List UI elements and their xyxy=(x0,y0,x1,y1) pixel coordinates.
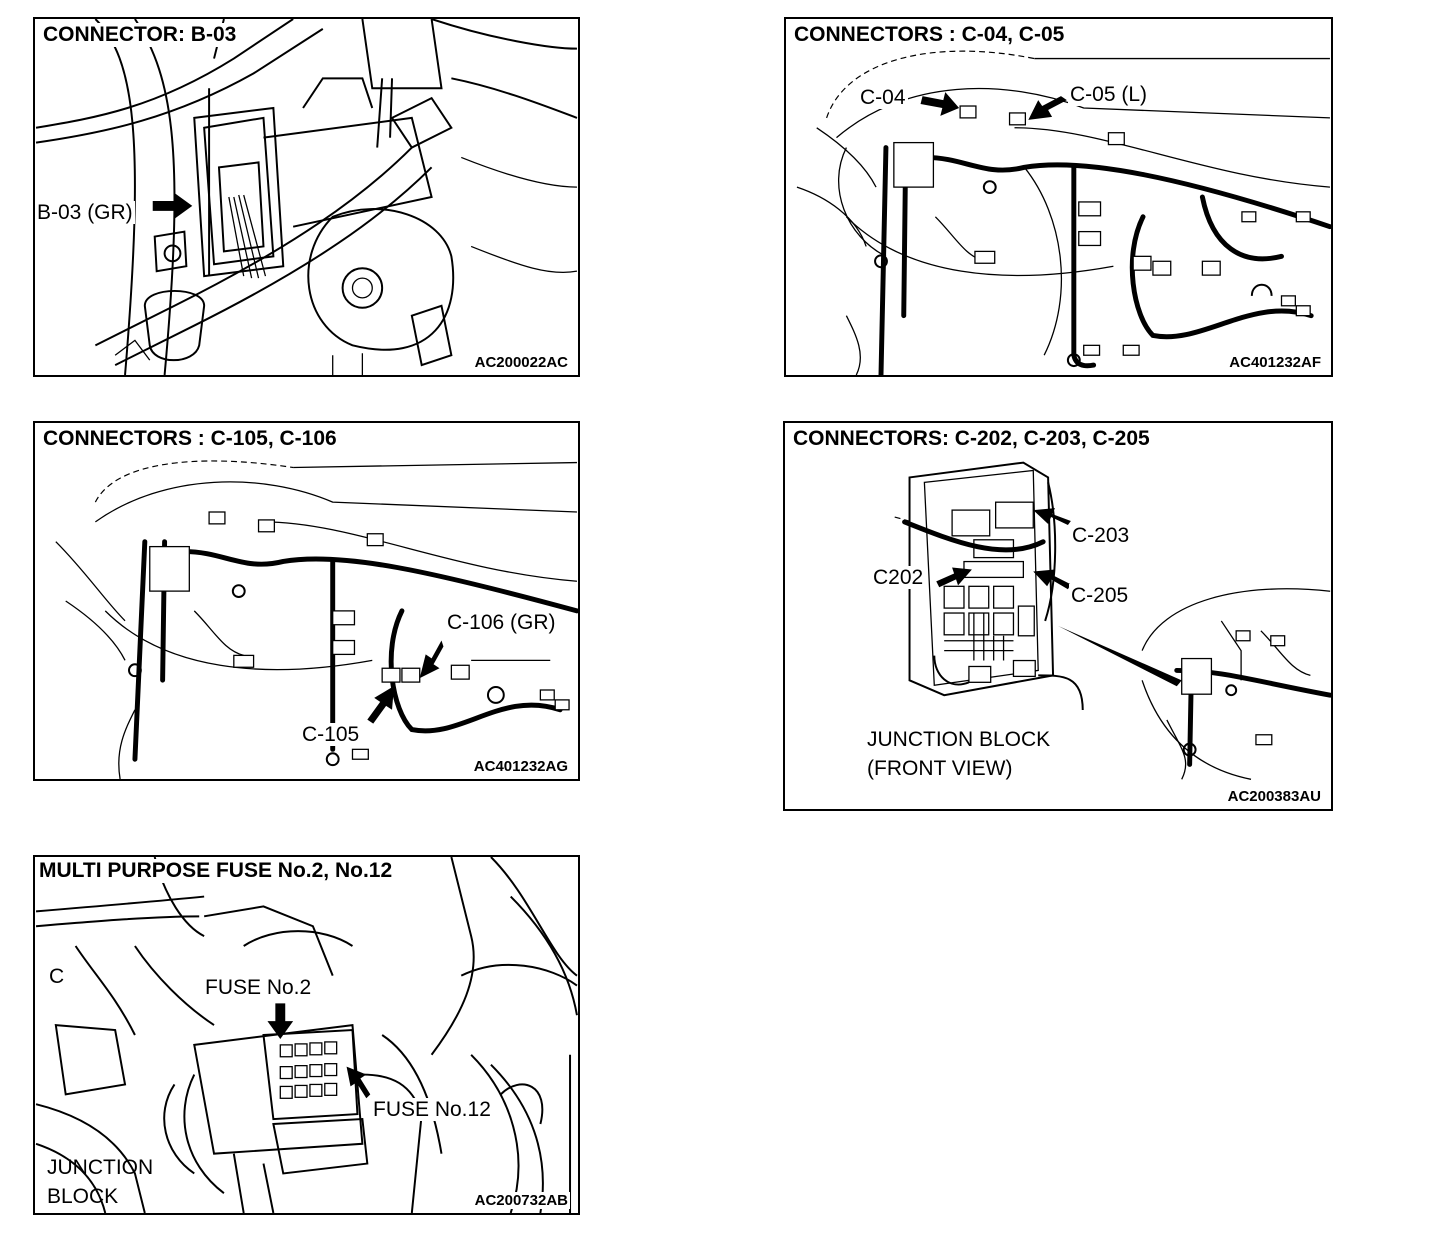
figure-code: AC200022AC xyxy=(472,354,570,371)
caption-line: JUNCTION BLOCK xyxy=(867,728,1051,751)
pointer-arrow-icon xyxy=(152,193,193,219)
c04-c05-illustration xyxy=(796,50,1331,375)
junction-block-caption: JUNCTION BLOCK xyxy=(47,1153,153,1212)
b03-illustration xyxy=(35,19,578,375)
figure-code: AC200732AB xyxy=(472,1192,570,1209)
panel-title: CONNECTORS : C-04, C-05 xyxy=(792,23,1067,47)
connector-label-b03: B-03 (GR) xyxy=(35,201,135,225)
c105-c106-illustration xyxy=(55,460,578,779)
connector-label-c205: C-205 xyxy=(1069,584,1131,608)
connector-label-c202: C202 xyxy=(871,566,926,590)
caption-line: BLOCK xyxy=(47,1185,119,1209)
figure-code: AC200383AU xyxy=(1225,788,1323,805)
panel-title: CONNECTORS : C-105, C-106 xyxy=(41,427,339,451)
connector-label-c05: C-05 (L) xyxy=(1068,83,1150,107)
panel-title: MULTI PURPOSE FUSE No.2, No.12 xyxy=(37,859,395,883)
c202-c203-c205-illustration xyxy=(894,461,1331,780)
connector-label-c04: C-04 xyxy=(858,86,908,110)
fuse-label-no12: FUSE No.12 xyxy=(371,1098,493,1122)
pointer-arrow-icon xyxy=(920,92,960,116)
diagram-panel-c105-c106: CONNECTORS : C-105, C-106 C-106 (GR) C-1… xyxy=(33,421,580,781)
pointer-arrow-icon xyxy=(1033,569,1071,590)
caption-line: (FRONT VIEW) xyxy=(867,757,1013,781)
fuse-label-no2: FUSE No.2 xyxy=(203,976,314,1000)
caption-line: JUNCTION xyxy=(47,1156,154,1179)
connector-label-c106: C-106 (GR) xyxy=(445,611,558,635)
figure-code: AC401232AF xyxy=(1227,354,1323,371)
diagram-panel-c202-c203-c205: CONNECTORS: C-202, C-203, C-205 C-203 C2… xyxy=(783,421,1333,811)
figure-code: AC401232AG xyxy=(471,758,570,775)
pointer-arrow-icon xyxy=(1033,508,1071,525)
connector-label-c203: C-203 xyxy=(1070,524,1132,548)
diagram-panel-c04-c05: CONNECTORS : C-04, C-05 C-04 C-05 (L) AC… xyxy=(784,17,1333,377)
pointer-arrow-icon xyxy=(1028,96,1067,120)
pointer-arrow-icon xyxy=(367,686,395,724)
partial-label-c: C xyxy=(47,965,67,989)
pointer-arrow-icon xyxy=(267,1003,294,1039)
pointer-arrow-icon xyxy=(936,567,972,588)
connector-label-c105: C-105 xyxy=(300,723,362,747)
panel-title: CONNECTOR: B-03 xyxy=(41,23,239,47)
diagram-panel-b03: CONNECTOR: B-03 B-03 (GR) AC200022AC xyxy=(33,17,580,377)
junction-block-caption: JUNCTION BLOCK (FRONT VIEW) xyxy=(867,725,1050,784)
fuse-illustration xyxy=(35,857,578,1213)
diagram-panel-fuse: MULTI PURPOSE FUSE No.2, No.12 FUSE No.2… xyxy=(33,855,580,1215)
pointer-arrow-icon xyxy=(419,640,444,679)
pointer-arrow-icon xyxy=(346,1066,371,1099)
panel-title: CONNECTORS: C-202, C-203, C-205 xyxy=(791,427,1152,451)
